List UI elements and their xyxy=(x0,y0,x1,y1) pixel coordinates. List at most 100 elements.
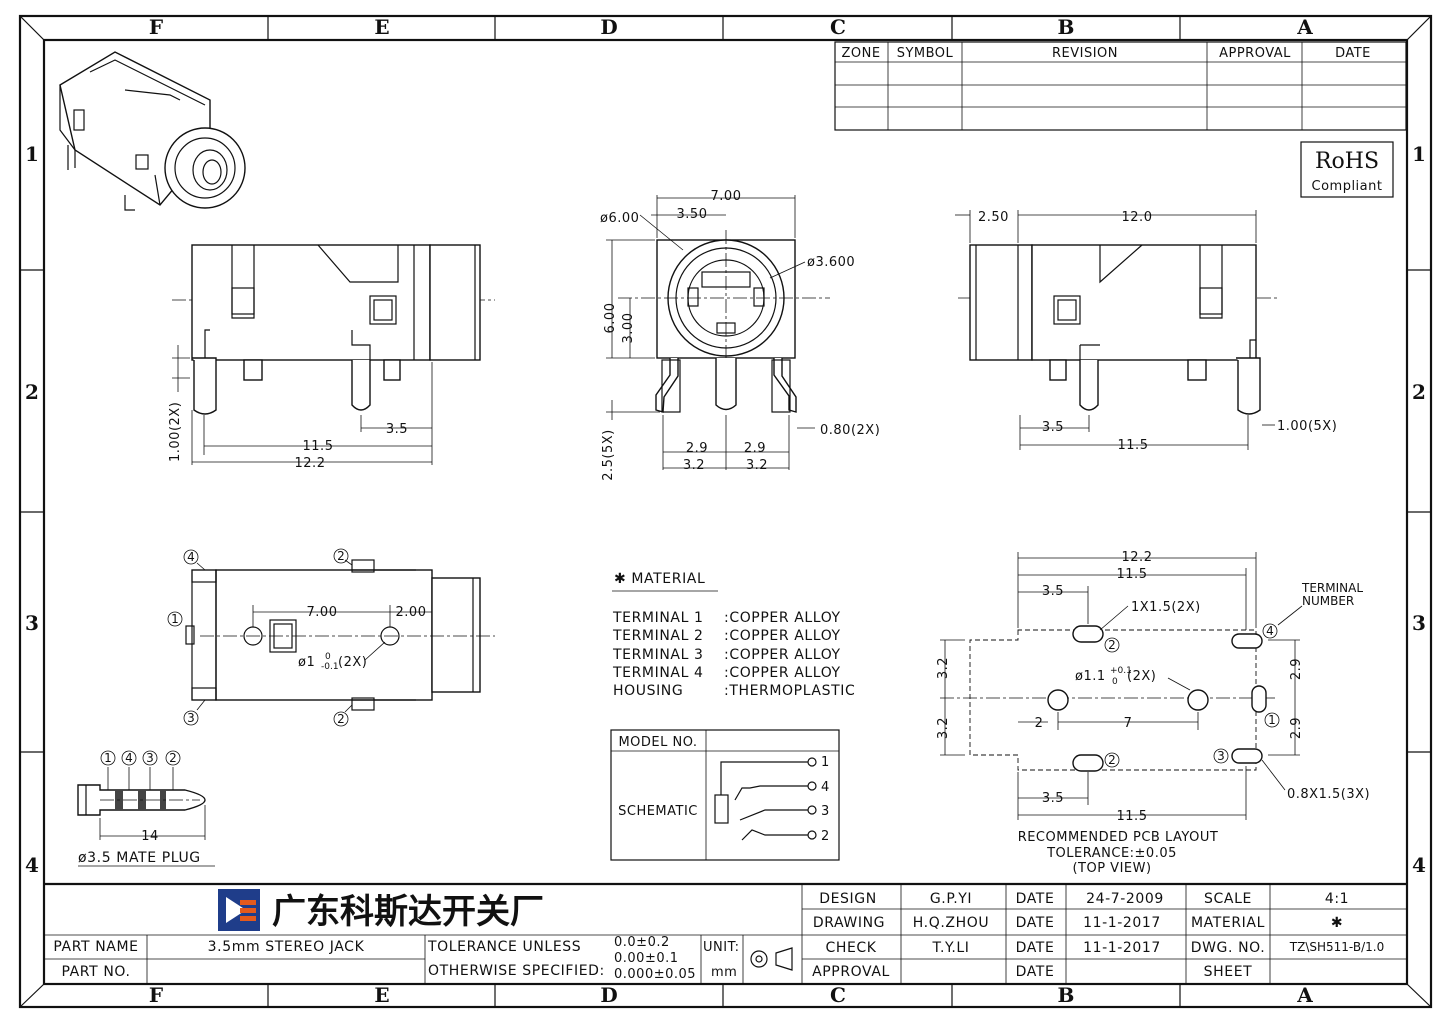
front-dim-29-left: 2.9 xyxy=(686,441,708,456)
part-no-label: PART NO. xyxy=(61,964,130,980)
schematic-pin-4: 4 xyxy=(821,780,830,795)
top-terminal-2-lower: 2 xyxy=(337,712,345,726)
date-label-design: DATE xyxy=(1016,891,1055,907)
zone-col-bottom-5: B xyxy=(1058,983,1075,1007)
pcb-terminal-1: 1 xyxy=(1268,713,1276,727)
pcb-dim-115-lower: 11.5 xyxy=(1117,809,1148,824)
pcb-dim-suffix: (2X) xyxy=(1127,669,1156,684)
pcb-terminal-3: 3 xyxy=(1217,749,1225,763)
design-value: G.P.YI xyxy=(930,891,972,907)
pcb-dim-29-upper: 2.9 xyxy=(1289,658,1304,680)
revision-table: ZONE SYMBOL REVISION APPROVAL DATE xyxy=(834,41,1407,131)
material-item-5: HOUSING xyxy=(613,683,683,699)
zone-row-left-3: 3 xyxy=(25,611,39,635)
company-logo xyxy=(218,889,260,931)
pcb-dim-slot-small: 0.8X1.5(3X) xyxy=(1287,787,1370,802)
rohs-subtitle: Compliant xyxy=(1312,179,1383,194)
plug-ring-1: 1 xyxy=(104,751,112,765)
side-dim-2: 11.5 xyxy=(303,439,334,454)
zone-col-top-6: A xyxy=(1296,15,1313,39)
plug-caption: ø3.5 MATE PLUG xyxy=(78,850,201,866)
pcb-dim-7: 7 xyxy=(1124,716,1133,731)
tolerance-value-3: 0.000±0.05 xyxy=(614,967,696,982)
top-terminal-3: 3 xyxy=(187,711,195,725)
unit-label: UNIT: xyxy=(703,940,739,955)
pcb-caption-2: TOLERANCE:±0.05 xyxy=(1046,846,1177,861)
rear-view: 2.50 12.0 3.5 11.5 1.00(5X) xyxy=(955,210,1337,453)
zone-col-top-3: D xyxy=(600,15,617,39)
zone-col-bottom-3: D xyxy=(600,983,617,1007)
pcb-layout: 2 2 4 1 3 12.2 11.5 3.5 1X1.5(2X) TERMIN… xyxy=(936,550,1370,876)
rear-dim-35: 3.5 xyxy=(1042,420,1064,435)
zone-col-bottom-1: F xyxy=(149,983,163,1007)
pcb-dim-29-lower: 2.9 xyxy=(1289,717,1304,739)
front-dim-half-height: 3.00 xyxy=(621,313,636,344)
front-dim-thickness: 0.80(2X) xyxy=(820,423,880,438)
front-view: 7.00 ø6.00 3.50 ø3.600 6.00 3.00 2.5(5X)… xyxy=(600,189,880,481)
rev-header-revision: REVISION xyxy=(1052,46,1118,61)
part-name-value: 3.5mm STEREO JACK xyxy=(208,939,365,955)
side-view: 1.00(2X) 11.5 12.2 3.5 xyxy=(168,244,495,471)
date-label-approval: DATE xyxy=(1016,964,1055,980)
pcb-dim-slot: 1X1.5(2X) xyxy=(1131,600,1201,615)
rohs-title: RoHS xyxy=(1315,149,1379,174)
design-label: DESIGN xyxy=(819,891,877,907)
pcb-caption-1: RECOMMENDED PCB LAYOUT xyxy=(1018,830,1219,845)
drawing-label: DRAWING xyxy=(813,915,885,931)
zone-col-bottom-2: E xyxy=(374,983,389,1007)
material-item-1: TERMINAL 1 xyxy=(612,610,704,626)
zone-row-left-4: 4 xyxy=(25,853,39,877)
material-value-4: :COPPER ALLOY xyxy=(724,665,841,681)
date-check: 11-1-2017 xyxy=(1083,940,1161,956)
plug-ring-2: 2 xyxy=(169,751,177,765)
front-dim-pin: 2.5(5X) xyxy=(601,429,616,481)
schematic-pin-1: 1 xyxy=(821,755,830,770)
pcb-dim-115: 11.5 xyxy=(1117,567,1148,582)
front-dim-32-left: 3.2 xyxy=(683,458,705,473)
top-dim-hole: ø1 xyxy=(298,655,315,670)
zone-col-top-4: C xyxy=(830,15,846,39)
zone-labels: F E D C B A F E D C B A 1 2 3 4 1 2 3 4 xyxy=(25,15,1426,1007)
zone-row-right-3: 3 xyxy=(1412,611,1426,635)
company-name: 广东科斯达开关厂 xyxy=(272,892,544,932)
zone-col-top-2: E xyxy=(374,15,389,39)
top-dim-tol-down: -0.1 xyxy=(321,662,339,672)
material-value-1: :COPPER ALLOY xyxy=(724,610,841,626)
top-dim-tol-up: 0 xyxy=(325,652,331,662)
rear-dim-115: 11.5 xyxy=(1118,438,1149,453)
mate-plug: 1 4 3 2 14 ø3.5 MATE PLUG xyxy=(77,750,215,867)
schematic-label: SCHEMATIC xyxy=(618,804,698,819)
tolerance-value-2: 0.00±0.1 xyxy=(614,951,679,966)
zone-row-right-4: 4 xyxy=(1412,853,1426,877)
top-dim-suffix: (2X) xyxy=(338,655,367,670)
schematic-box: MODEL NO. SCHEMATIC 1 4 3 2 xyxy=(610,729,840,861)
material-label: MATERIAL xyxy=(1191,915,1265,931)
sheet-label: SHEET xyxy=(1204,964,1253,980)
zone-col-bottom-6: A xyxy=(1296,983,1313,1007)
model-label: MODEL NO. xyxy=(618,735,697,750)
top-terminal-2-upper: 2 xyxy=(337,549,345,563)
unit-value: mm xyxy=(711,965,737,980)
material-value-2: :COPPER ALLOY xyxy=(724,628,841,644)
scale-label: SCALE xyxy=(1204,891,1252,907)
front-dim-29-right: 2.9 xyxy=(744,441,766,456)
drawing-value: H.Q.ZHOU xyxy=(913,915,989,931)
rear-dim-100: 1.00(5X) xyxy=(1277,419,1337,434)
scale-value: 4:1 xyxy=(1325,891,1349,907)
front-dim-half: 3.50 xyxy=(677,207,708,222)
pcb-label-number: NUMBER xyxy=(1302,594,1354,608)
top-view: 4 2 1 3 2 7.00 2.00 ø1 0 -0.1 (2X) xyxy=(167,548,495,727)
side-dim-1: 1.00(2X) xyxy=(168,402,183,462)
material-list: ✱ MATERIAL TERMINAL 1 :COPPER ALLOY TERM… xyxy=(612,571,855,699)
material-item-2: TERMINAL 2 xyxy=(612,628,704,644)
pcb-dim-122: 12.2 xyxy=(1122,550,1153,565)
top-dim-700: 7.00 xyxy=(307,605,338,620)
pcb-dim-hole: ø1.1 xyxy=(1075,669,1106,684)
projection-symbol-icon xyxy=(750,947,793,971)
drawing-frame xyxy=(18,14,1433,1009)
front-dim-hole: ø3.600 xyxy=(807,255,855,270)
front-dim-height: 6.00 xyxy=(603,303,618,334)
pcb-terminal-4: 4 xyxy=(1266,624,1274,638)
pcb-dim-tol-down: 0 xyxy=(1112,677,1118,687)
